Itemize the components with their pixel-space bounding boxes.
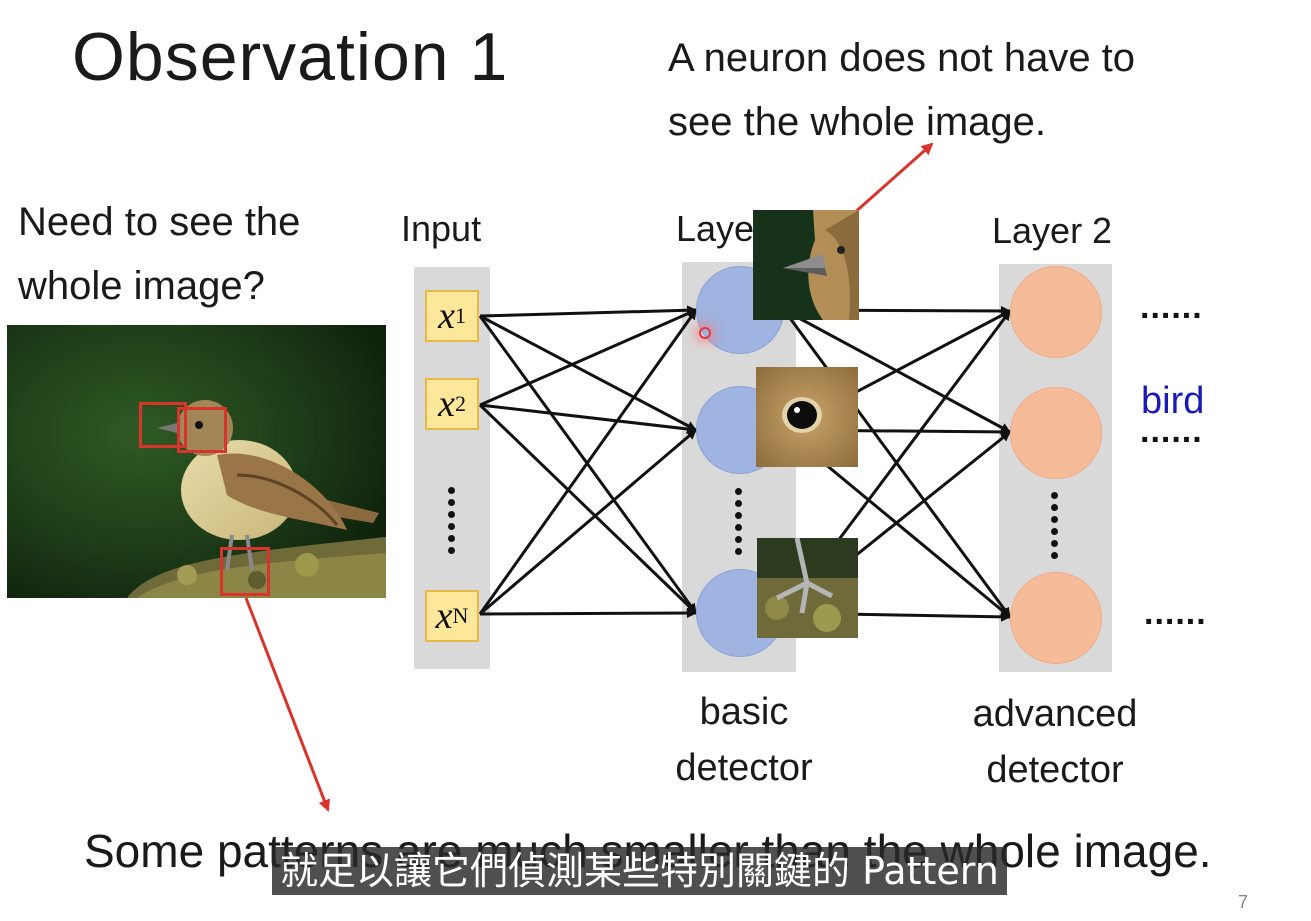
input-var: x (438, 383, 455, 425)
advanced-detector-label: advanced detector (950, 686, 1160, 798)
bottom-red-arrow (244, 597, 330, 812)
cursor-indicator (699, 327, 711, 339)
basic-line2: detector (675, 747, 813, 789)
input-vertical-ellipsis (448, 487, 456, 559)
claw-patch (757, 538, 858, 638)
input-var: x (438, 295, 455, 337)
bird-label: bird (1141, 380, 1205, 422)
top-red-arrow (843, 142, 934, 224)
basic-line1: basic (699, 691, 789, 733)
beak-highlight-box (139, 402, 187, 448)
advanced-line1: advanced (972, 693, 1138, 735)
neuron-note: A neuron does not have to see the whole … (668, 26, 1135, 154)
input-layer1-connections (478, 305, 698, 619)
bird-photo-drawing (7, 325, 386, 598)
eye-patch-drawing (756, 367, 858, 467)
layer2-label: Layer 2 (992, 210, 1113, 251)
page-number: 7 (1238, 892, 1249, 912)
neuron-note-line1: A neuron does not have to (668, 36, 1136, 80)
advanced-line2: detector (986, 749, 1124, 791)
video-subtitle: 就足以讓它們偵測某些特別關鍵的 Pattern (272, 847, 1007, 895)
output-dots-top: ...... (1140, 288, 1203, 326)
layer2-neuron-1 (1010, 266, 1102, 358)
layer2-neuron-2 (1010, 387, 1102, 479)
bird-photo (7, 325, 386, 598)
question-line1: Need to see the (18, 200, 301, 244)
input-label: Input (401, 208, 482, 249)
output-dots-bottom: ...... (1144, 594, 1207, 632)
input-subscript: N (452, 603, 469, 628)
layer2-vertical-ellipsis (1051, 492, 1059, 564)
layer1-vertical-ellipsis (735, 488, 743, 560)
basic-detector-label: basic detector (640, 684, 848, 796)
input-var: x (435, 595, 453, 637)
input-subscript: 1 (454, 303, 466, 328)
input-subscript: 2 (454, 391, 466, 416)
layer2-neuron-3 (1010, 572, 1102, 664)
beak-patch (753, 210, 859, 320)
eye-highlight-box (177, 407, 227, 453)
claw-highlight-box (220, 547, 270, 596)
claw-patch-drawing (757, 538, 858, 638)
slide-title: Observation 1 (72, 19, 509, 95)
question-line2: whole image? (18, 264, 265, 308)
output-dots-middle: ...... (1140, 412, 1203, 450)
question-text: Need to see the whole image? (18, 190, 300, 318)
neuron-note-line2: see the whole image. (668, 100, 1047, 144)
eye-patch (756, 367, 858, 467)
beak-patch-drawing (753, 210, 859, 320)
